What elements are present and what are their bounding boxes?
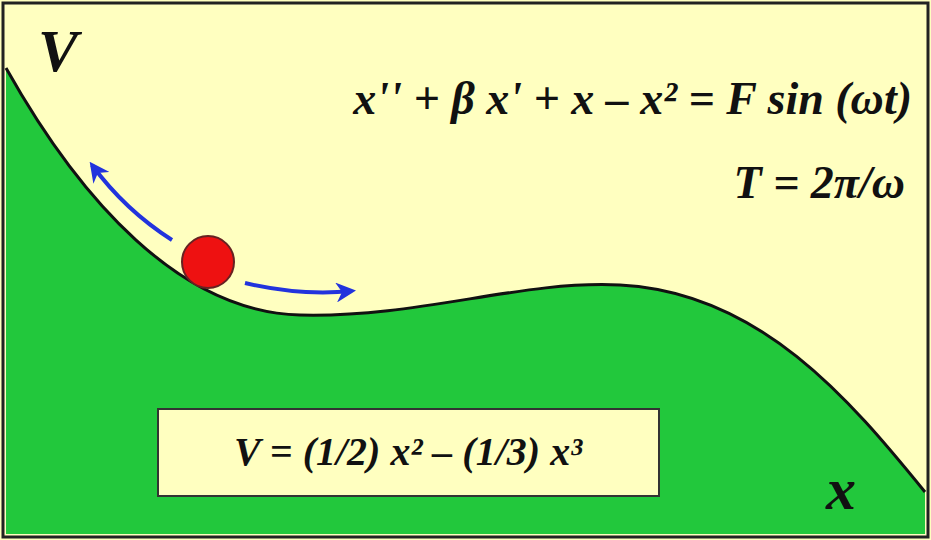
equation-label: x'' + β x' + x – x² = F sin (ωt) bbox=[353, 74, 912, 125]
formula-text: V = (1/2) x² – (1/3) x³ bbox=[234, 430, 582, 474]
axis-label: x bbox=[826, 456, 856, 522]
potential-region bbox=[6, 68, 925, 534]
axis-label: V bbox=[38, 18, 78, 84]
motion-arrow bbox=[245, 283, 352, 292]
formula-box: V = (1/2) x² – (1/3) x³ bbox=[157, 408, 660, 497]
frame bbox=[3, 3, 928, 537]
period-label: T = 2π/ω bbox=[734, 158, 905, 209]
ball bbox=[182, 236, 234, 288]
motion-arrow bbox=[92, 165, 172, 240]
